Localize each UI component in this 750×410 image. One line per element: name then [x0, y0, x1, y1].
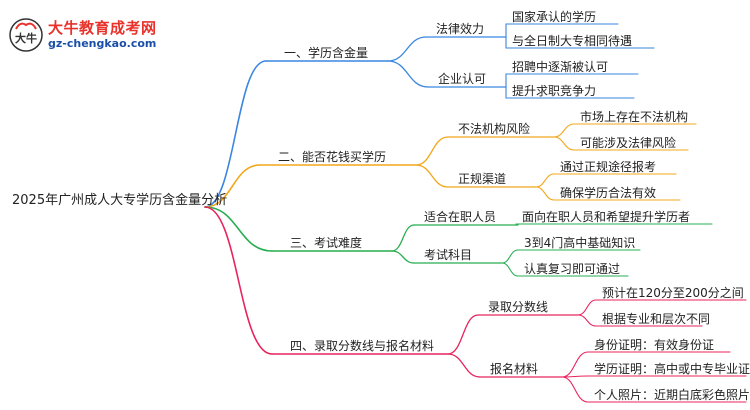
leaf-node-1-2-2[interactable]: 提升求职竞争力 — [512, 84, 597, 98]
connector-root-branch-2 — [204, 164, 261, 208]
sub-node-4-2[interactable]: 报名材料 — [490, 362, 539, 376]
leaf-node-4-1-1[interactable]: 预计在120分至200分之间 — [602, 286, 744, 300]
connector-sub-2-1-leaf-1 — [553, 123, 575, 138]
connector-branch-2-sub-2 — [415, 164, 449, 188]
sub-node-1-2[interactable]: 企业认可 — [438, 72, 487, 86]
connector-branch-3-sub-1 — [391, 224, 415, 252]
connector-root-branch-4 — [204, 206, 273, 355]
connector-sub-3-2-leaf-2 — [501, 262, 519, 277]
connector-branch-4-sub-1 — [447, 314, 479, 355]
leaf-node-2-2-1[interactable]: 通过正规途径报考 — [560, 160, 657, 174]
leaf-node-4-2-3[interactable]: 个人照片：近期白底彩色照片 — [594, 388, 750, 402]
connector-branch-3-sub-2 — [391, 250, 415, 264]
leaf-node-4-1-2[interactable]: 根据专业和层次不同 — [602, 312, 711, 326]
connector-sub-2-2-leaf-2 — [535, 186, 555, 201]
leaf-node-3-2-1[interactable]: 3到4门高中基础知识 — [524, 236, 636, 250]
logo-title: 大牛教育成考网 — [48, 19, 157, 37]
connector-sub-4-2-leaf-3 — [561, 376, 589, 403]
logo-mark-text: 大牛 — [15, 31, 37, 45]
leaf-node-4-2-1[interactable]: 身份证明：有效身份证 — [594, 338, 715, 352]
sub-node-3-1[interactable]: 适合在职人员 — [424, 210, 497, 224]
branch-node-3[interactable]: 三、考试难度 — [290, 236, 363, 250]
leaf-node-2-2-2[interactable]: 确保学历合法有效 — [560, 186, 657, 200]
sub-node-4-1[interactable]: 录取分数线 — [488, 300, 549, 314]
connector-branch-2-sub-1 — [415, 136, 449, 166]
connector-branch-4-sub-2 — [447, 353, 481, 378]
connector-sub-4-2-leaf-1 — [561, 351, 589, 378]
leaf-node-3-1-1[interactable]: 面向在职人员和希望提升学历者 — [522, 210, 691, 224]
leaf-node-4-2-2[interactable]: 学历证明：高中或中专毕业证 — [594, 362, 750, 376]
logo-url: gz-chengkao.com — [48, 37, 157, 50]
connector-sub-4-1-leaf-1 — [577, 299, 597, 316]
site-logo[interactable]: 大牛 大牛教育成考网 gz-chengkao.com — [8, 15, 178, 55]
connector-branch-1-sub-1 — [387, 36, 427, 62]
connector-sub-2-2-leaf-1 — [535, 173, 555, 188]
connector-sub-2-1-leaf-2 — [553, 136, 575, 151]
sub-node-3-2[interactable]: 考试科目 — [424, 248, 473, 262]
branch-node-4[interactable]: 四、录取分数线与报名材料 — [290, 339, 435, 353]
connector-sub-4-1-leaf-2 — [577, 314, 597, 327]
leaf-node-2-1-2[interactable]: 可能涉及法律风险 — [580, 136, 677, 150]
branch-node-1[interactable]: 一、学历含金量 — [284, 46, 369, 60]
connector-root-branch-3 — [204, 206, 273, 252]
leaf-node-2-1-1[interactable]: 市场上存在不法机构 — [580, 110, 689, 124]
branch-node-2[interactable]: 二、能否花钱买学历 — [278, 150, 387, 164]
sub-node-1-1[interactable]: 法律效力 — [436, 22, 485, 36]
connector-branch-1-sub-2 — [387, 60, 429, 88]
sub-node-2-1[interactable]: 不法机构风险 — [458, 122, 531, 136]
logo-mark-icon: 大牛 — [9, 18, 43, 52]
sub-node-2-2[interactable]: 正规渠道 — [458, 172, 507, 186]
root-node[interactable]: 2025年广州成人大专学历含金量分析 — [12, 193, 228, 208]
leaf-node-3-2-2[interactable]: 认真复习即可通过 — [524, 262, 621, 276]
leaf-node-1-2-1[interactable]: 招聘中逐渐被认可 — [512, 60, 609, 74]
leaf-node-1-1-2[interactable]: 与全日制大专相同待遇 — [512, 34, 633, 48]
connector-sub-3-2-leaf-1 — [501, 249, 519, 264]
leaf-node-1-1-1[interactable]: 国家承认的学历 — [512, 10, 597, 24]
connector-root-branch-1 — [204, 60, 267, 208]
